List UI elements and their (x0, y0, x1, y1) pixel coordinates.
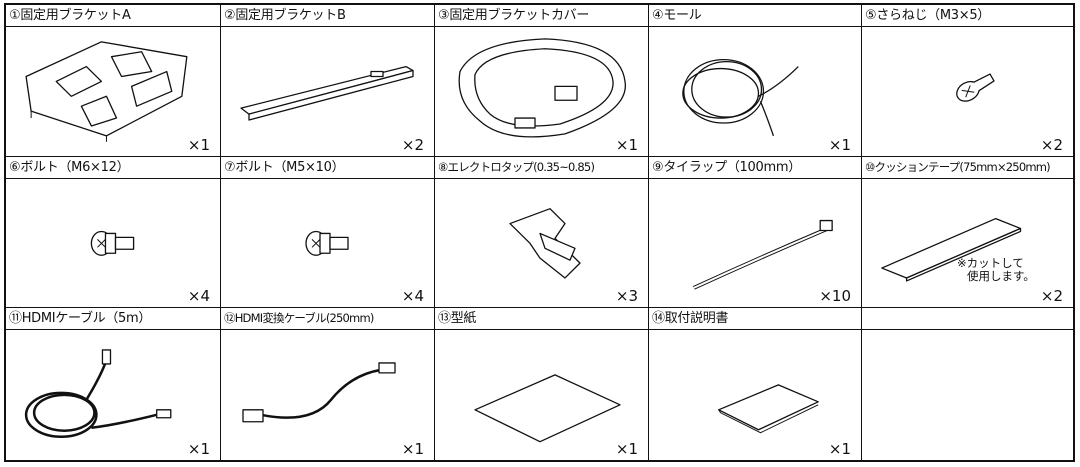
manual-booklet-icon (718, 384, 819, 434)
part-label: ③固定用ブラケットカバー (435, 5, 648, 27)
quantity: ×4 (187, 287, 210, 306)
quantity: ×1 (828, 440, 851, 458)
note: ※カットして使用します。 (957, 255, 1035, 283)
part-cell-hdmi-adapter-cable: ⑫HDMI変換ケーブル(250mm) ×1 (221, 308, 435, 460)
part-label: ④モール (649, 5, 861, 27)
part-cell-bolt: ⑥ボルト（M6×12） ×4 (6, 156, 221, 309)
part-label: ⑨タイラップ（100mm） (649, 157, 861, 179)
template-sheet-icon (474, 374, 621, 443)
cable-tie-icon (692, 219, 833, 290)
part-label: ⑫HDMI変換ケーブル(250mm) (221, 308, 434, 331)
part-cell-electro-tap: ⑧エレクトロタップ(0.35~0.85) ×3 (435, 156, 649, 309)
part-label (862, 308, 1073, 331)
quantity: ×1 (187, 135, 210, 154)
part-label: ⑤さらねじ（M3×5） (862, 5, 1073, 27)
part-cell-hdmi-cable: ⑪HDMIケーブル（5m） ×1 (6, 308, 221, 460)
part-cell-cushion-tape: ⑩クッションテープ(75mm×250mm) ※カットして使用します。 ×2 (862, 157, 1073, 309)
part-label: ⑩クッションテープ(75mm×250mm) (862, 157, 1073, 179)
part-label: ①固定用ブラケットA (6, 5, 220, 27)
empty-cell (862, 308, 1073, 460)
bracket-cover-icon (458, 38, 626, 138)
part-cell-cable-tie: ⑨タイラップ（100mm） ×10 (649, 156, 862, 309)
part-cell-manual-booklet: ⑭取付説明書 ×1 (649, 308, 862, 460)
note-line: 使用します。 (967, 268, 1035, 283)
quantity: ×2 (1040, 287, 1063, 306)
part-label: ⑪HDMIケーブル（5m） (6, 308, 220, 331)
hdmi-adapter-cable-icon (242, 362, 396, 423)
part-cell-bracket-b: ②固定用ブラケットB ×2 (221, 5, 435, 157)
cushion-tape-icon (881, 217, 1022, 282)
quantity: ×4 (401, 287, 424, 306)
quantity: ×1 (828, 135, 851, 154)
part-label: ⑭取付説明書 (649, 308, 861, 331)
bracket-b-icon (240, 65, 414, 121)
part-cell-template-sheet: ⑬型紙 ×1 (435, 308, 649, 460)
quantity: ×2 (1040, 135, 1063, 154)
part-cell-mall-tube: ④モール ×1 (649, 5, 862, 157)
part-label: ⑥ボルト（M6×12） (6, 157, 220, 179)
electro-tap-icon (509, 207, 581, 279)
part-label: ②固定用ブラケットB (221, 5, 434, 27)
flat-screw-icon (956, 73, 995, 102)
part-cell-bolt: ⑦ボルト（M5×10） ×4 (221, 156, 435, 309)
bolt-icon (305, 230, 349, 256)
part-cell-bracket-a: ①固定用ブラケットA ×1 (6, 5, 221, 157)
quantity: ×1 (615, 440, 638, 458)
part-label: ⑧エレクトロタップ(0.35~0.85) (435, 157, 648, 179)
part-cell-flat-screw: ⑤さらねじ（M3×5） ×2 (862, 5, 1073, 157)
quantity: ×3 (615, 287, 638, 306)
part-label: ⑦ボルト（M5×10） (221, 157, 434, 179)
quantity: ×10 (819, 287, 851, 306)
bolt-icon (90, 230, 135, 256)
hdmi-cable-icon (24, 349, 172, 439)
bracket-a-icon (25, 41, 188, 142)
mall-tube-icon (682, 59, 799, 137)
quantity: ×1 (187, 440, 210, 458)
quantity: ×1 (401, 440, 424, 458)
part-label: ⑬型紙 (435, 308, 648, 331)
part-cell-bracket-cover: ③固定用ブラケットカバー ×1 (435, 5, 649, 157)
quantity: ×2 (401, 135, 424, 154)
quantity: ×1 (615, 135, 638, 154)
note-line: ※カットして (957, 255, 1024, 270)
